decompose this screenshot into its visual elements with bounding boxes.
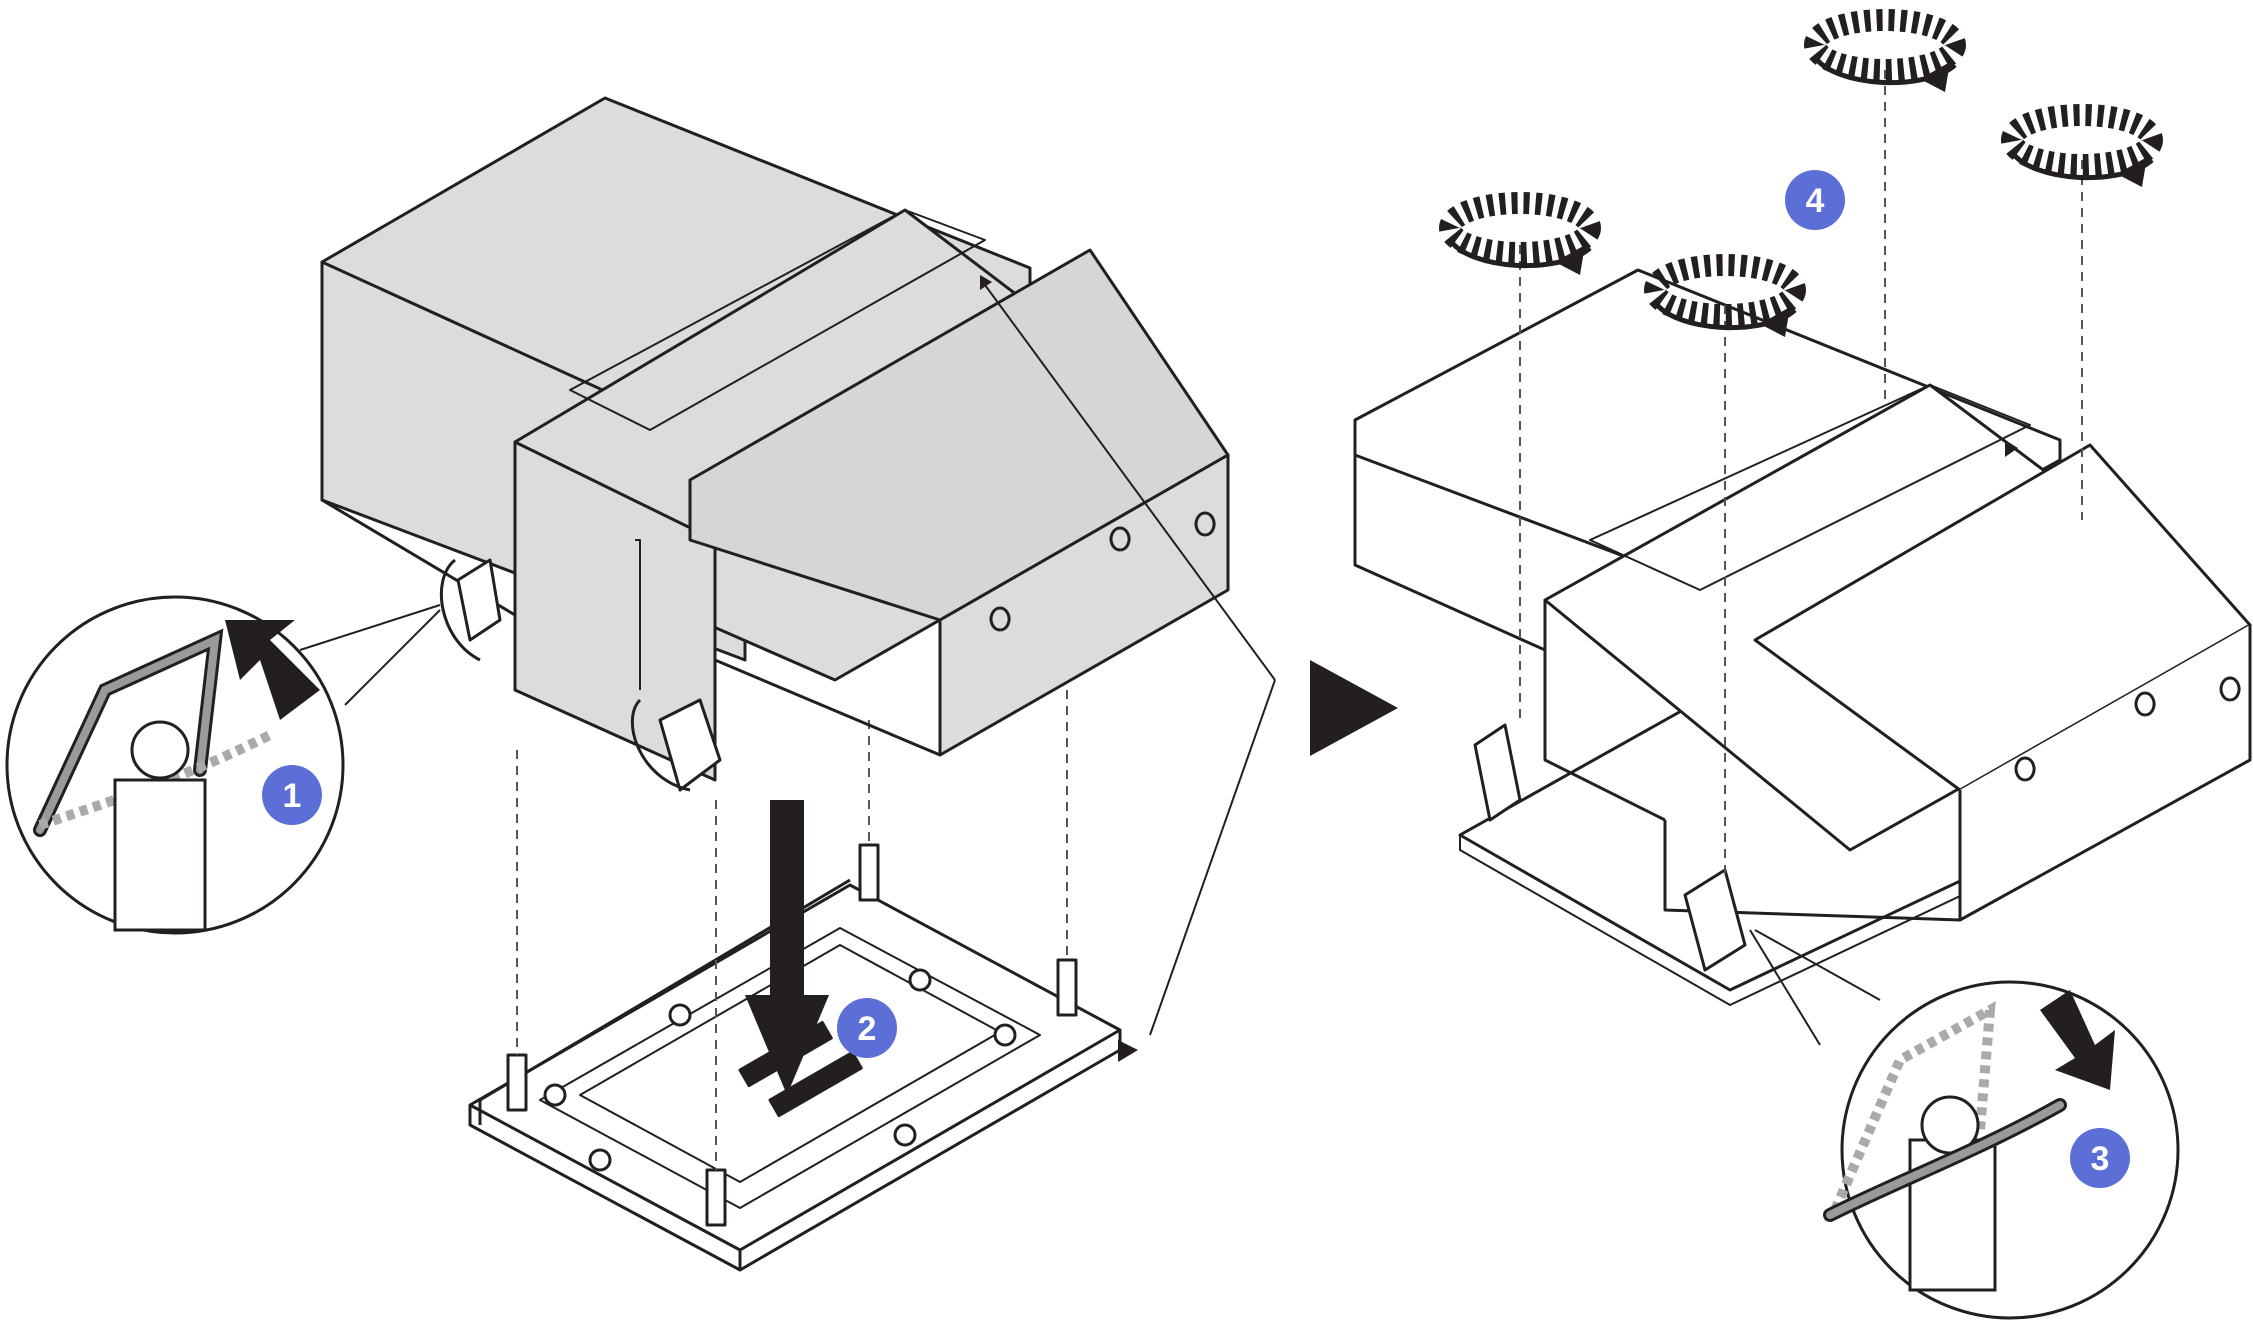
svg-text:1: 1 — [283, 777, 302, 815]
step-badge-3: 3 — [2070, 1128, 2130, 1188]
detail-callout-1 — [5, 595, 441, 935]
up-arrow-icon — [225, 620, 320, 720]
down-arrow-icon — [745, 800, 829, 1095]
step-badge-2: 2 — [837, 998, 897, 1058]
alignment-lines — [516, 690, 1068, 1170]
callout-lines-left — [984, 284, 1276, 1062]
rotate-clockwise-icons — [1439, 9, 2163, 337]
detail-callout-3 — [1749, 929, 2180, 1320]
right-assembly — [1353, 268, 2252, 1006]
heatsink-gray — [320, 96, 1230, 782]
rotate-clockwise-icon — [1439, 192, 1601, 275]
svg-text:4: 4 — [1806, 182, 1825, 220]
svg-text:3: 3 — [2091, 1140, 2110, 1178]
svg-text:2: 2 — [858, 1010, 877, 1048]
next-step-arrow-icon — [1310, 660, 1398, 756]
screw-lines-right — [1519, 70, 2083, 880]
rotate-clockwise-icon — [2001, 104, 2163, 187]
heatsink-clips — [439, 558, 722, 792]
lever-icon — [33, 628, 273, 932]
step-badge-1: 1 — [262, 765, 322, 825]
left-assembly — [320, 96, 1230, 1272]
lever-icon — [1823, 1001, 2067, 1292]
rotate-clockwise-icon — [1644, 254, 1806, 337]
step-badge-4: 4 — [1785, 170, 1845, 230]
down-right-arrow-icon — [2040, 990, 2115, 1090]
socket-posts — [506, 843, 1078, 1227]
rotate-clockwise-icon — [1804, 9, 1966, 92]
